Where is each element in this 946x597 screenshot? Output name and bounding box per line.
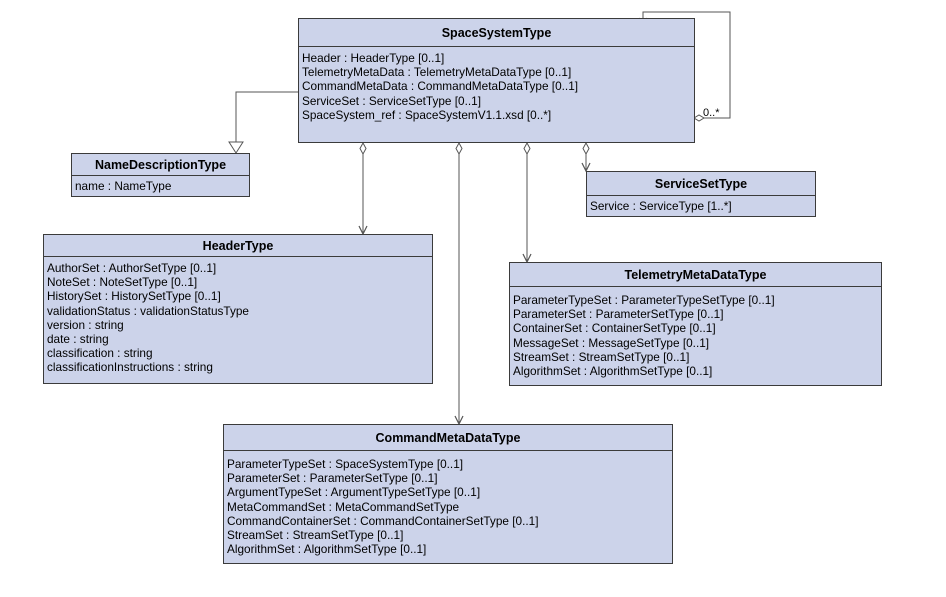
attribute: classificationInstructions : string [47, 360, 213, 375]
generalization-triangle [228, 141, 244, 154]
attribute: ParameterTypeSet : ParameterTypeSetType … [513, 293, 775, 307]
attribute: CommandContainerSet : CommandContainerSe… [227, 513, 539, 528]
attribute: validationStatus : validationStatusType [47, 303, 249, 318]
class-title: CommandMetaDataType [224, 425, 672, 451]
class-command-meta-data-type[interactable]: CommandMetaDataType ParameterTypeSet : S… [223, 424, 673, 564]
class-title: HeaderType [44, 235, 432, 257]
class-attributes: Service : ServiceType [1..*] [587, 196, 815, 213]
attribute: classification : string [47, 346, 153, 361]
attribute: AuthorSet : AuthorSetType [0..1] [47, 261, 217, 275]
attribute: AlgorithmSet : AlgorithmSetType [0..1] [227, 542, 427, 557]
attribute: CommandMetaData : CommandMetaDataType [0… [302, 79, 579, 94]
class-attributes: ParameterTypeSet : SpaceSystemType [0..1… [224, 451, 672, 556]
class-attributes: Header : HeaderType [0..1] TelemetryMeta… [299, 47, 694, 122]
attribute: name : NameType [75, 179, 172, 193]
header-aggregation-diamond [359, 141, 367, 156]
class-attributes: name : NameType [72, 176, 249, 193]
attribute: TelemetryMetaData : TelemetryMetaDataTyp… [302, 65, 572, 80]
class-title: ServiceSetType [587, 172, 815, 196]
attribute: ParameterTypeSet : SpaceSystemType [0..1… [227, 457, 464, 471]
attribute: MessageSet : MessageSetType [0..1] [513, 335, 710, 350]
self-association-diamond [693, 114, 705, 122]
class-title: NameDescriptionType [72, 154, 249, 176]
attribute: Header : HeaderType [0..1] [302, 51, 445, 65]
class-attributes: AuthorSet : AuthorSetType [0..1] NoteSet… [44, 257, 432, 375]
class-name-description-type[interactable]: NameDescriptionType name : NameType [71, 153, 250, 197]
class-attributes: ParameterTypeSet : ParameterTypeSetType … [510, 287, 881, 378]
class-telemetry-meta-data-type[interactable]: TelemetryMetaDataType ParameterTypeSet :… [509, 262, 882, 386]
attribute: ServiceSet : ServiceSetType [0..1] [302, 93, 482, 108]
attribute: StreamSet : StreamSetType [0..1] [227, 528, 404, 543]
attribute: date : string [47, 332, 109, 347]
attribute: StreamSet : StreamSetType [0..1] [513, 349, 690, 364]
attribute: HistorySet : HistorySetType [0..1] [47, 289, 221, 304]
generalization-line [235, 91, 298, 142]
attribute: AlgorithmSet : AlgorithmSetType [0..1] [513, 364, 713, 379]
command-aggregation-diamond [455, 141, 463, 156]
class-title: TelemetryMetaDataType [510, 263, 881, 287]
attribute: ParameterSet : ParameterSetType [0..1] [513, 307, 724, 322]
telemetry-aggregation-diamond [523, 141, 531, 156]
attribute: ArgumentTypeSet : ArgumentTypeSetType [0… [227, 485, 481, 500]
attribute: MetaCommandSet : MetaCommandSetType [227, 499, 460, 514]
self-association-multiplicity: 0..* [703, 107, 720, 119]
class-title: SpaceSystemType [299, 19, 694, 47]
serviceset-aggregation-diamond [582, 141, 590, 156]
attribute: Service : ServiceType [1..*] [590, 199, 732, 213]
self-association-line [643, 11, 731, 119]
attribute: SpaceSystem_ref : SpaceSystemV1.1.xsd [0… [302, 107, 552, 122]
class-space-system-type[interactable]: SpaceSystemType Header : HeaderType [0..… [298, 18, 695, 143]
attribute: ParameterSet : ParameterSetType [0..1] [227, 471, 438, 486]
class-service-set-type[interactable]: ServiceSetType Service : ServiceType [1.… [586, 171, 816, 217]
attribute: ContainerSet : ContainerSetType [0..1] [513, 321, 716, 336]
class-header-type[interactable]: HeaderType AuthorSet : AuthorSetType [0.… [43, 234, 433, 384]
attribute: NoteSet : NoteSetType [0..1] [47, 275, 198, 290]
attribute: version : string [47, 317, 124, 332]
